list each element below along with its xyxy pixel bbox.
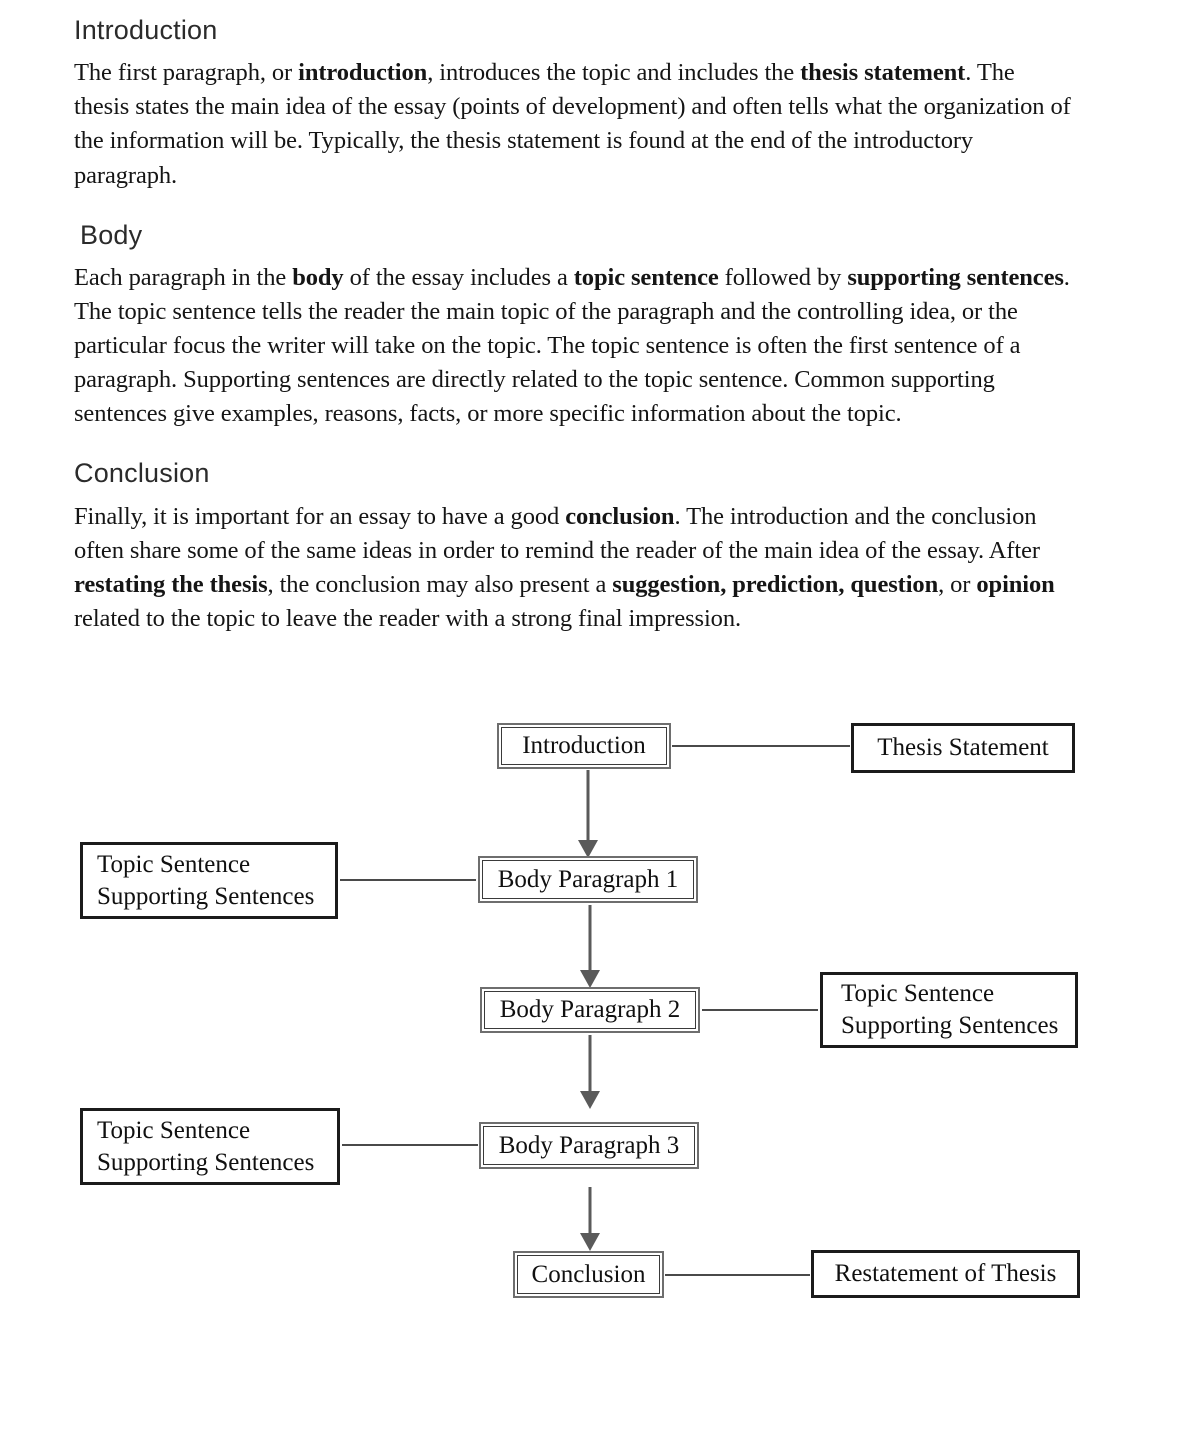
node-support-2[interactable]: Topic Sentence Supporting Sentences — [820, 972, 1078, 1048]
node-introduction[interactable]: Introduction — [497, 723, 671, 769]
arrowhead-bp2-bp3 — [580, 1091, 600, 1109]
node-support-1-line-2: Supporting Sentences — [97, 882, 315, 910]
node-body-paragraph-1[interactable]: Body Paragraph 1 — [478, 856, 698, 903]
node-support-3-line-1: Topic Sentence — [97, 1116, 251, 1144]
node-support-2-line-2: Supporting Sentences — [841, 1012, 1059, 1039]
node-support-2-line-1: Topic Sentence — [841, 980, 995, 1007]
essay-structure-diagram: Introduction Thesis Statement Topic Sent… — [0, 690, 1200, 1350]
node-conclusion-label: Conclusion — [531, 1260, 646, 1288]
node-body-paragraph-3[interactable]: Body Paragraph 3 — [479, 1122, 699, 1169]
heading-introduction: Introduction — [74, 15, 218, 45]
node-body-paragraph-2-label: Body Paragraph 2 — [499, 996, 681, 1023]
node-support-1-line-1: Topic Sentence — [97, 850, 251, 878]
node-introduction-label: Introduction — [522, 732, 646, 759]
section-conclusion: Conclusion Finally, it is important for … — [74, 457, 1074, 636]
paragraph-introduction: The first paragraph, or introduction, in… — [74, 59, 1071, 189]
paragraph-body: Each paragraph in the body of the essay … — [74, 263, 1070, 428]
node-support-1[interactable]: Topic Sentence Supporting Sentences — [80, 842, 338, 919]
arrowhead-bp3-conclusion — [580, 1233, 600, 1251]
node-support-3-line-2: Supporting Sentences — [97, 1148, 315, 1176]
section-introduction: Introduction The first paragraph, or int… — [74, 14, 1074, 193]
heading-conclusion: Conclusion — [74, 458, 210, 489]
article-body: Introduction The first paragraph, or int… — [74, 14, 1074, 660]
node-support-3[interactable]: Topic Sentence Supporting Sentences — [80, 1108, 340, 1185]
node-body-paragraph-1-label: Body Paragraph 1 — [497, 865, 679, 893]
node-body-paragraph-3-label: Body Paragraph 3 — [498, 1131, 680, 1159]
heading-body: Body — [80, 219, 143, 250]
diagram-connectors — [340, 745, 850, 1276]
node-body-paragraph-2[interactable]: Body Paragraph 2 — [480, 987, 700, 1033]
node-conclusion[interactable]: Conclusion — [513, 1251, 664, 1298]
node-thesis-statement-label: Thesis Statement — [877, 734, 1049, 761]
section-body: Body Each paragraph in the body of the e… — [74, 219, 1074, 432]
arrowhead-bp1-bp2 — [580, 970, 600, 988]
arrowhead-introduction-bp1 — [578, 840, 598, 858]
paragraph-conclusion: Finally, it is important for an essay to… — [74, 502, 1055, 632]
node-restatement-of-thesis-label: Restatement of Thesis — [834, 1260, 1057, 1287]
node-restatement-of-thesis[interactable]: Restatement of Thesis — [811, 1250, 1080, 1298]
node-thesis-statement[interactable]: Thesis Statement — [851, 723, 1075, 773]
